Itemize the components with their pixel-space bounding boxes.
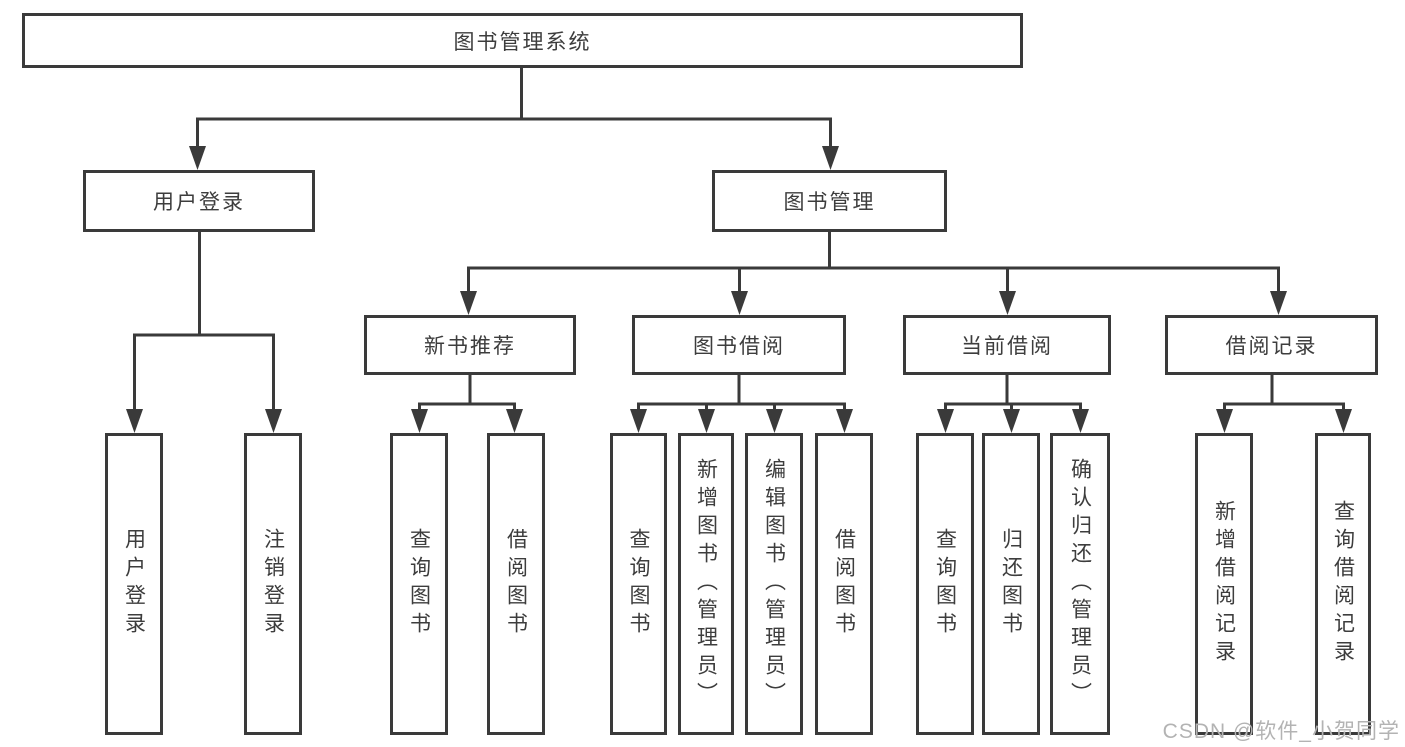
leaf-return-books: 归还图书	[982, 433, 1040, 735]
watermark-text: CSDN @软件_小贺同学	[1162, 720, 1400, 743]
node-label: 查询借阅记录	[1331, 500, 1355, 668]
node-label: 用户登录	[153, 191, 245, 214]
arrow-icon	[999, 291, 1016, 315]
node-label: 新增图书（管理员）	[694, 458, 718, 710]
node-label: 借阅记录	[1225, 335, 1318, 358]
node-label: 归还图书	[999, 528, 1023, 640]
leaf-query-books: 查询图书	[610, 433, 667, 735]
leaf-edit-books-admin: 编辑图书（管理员）	[745, 433, 803, 735]
node-new-book-recommend: 新书推荐	[364, 315, 576, 375]
arrow-icon	[630, 409, 647, 433]
leaf-add-borrow-record: 新增借阅记录	[1195, 433, 1253, 735]
arrow-icon	[126, 409, 143, 433]
arrow-icon	[1003, 409, 1020, 433]
arrow-icon	[460, 291, 477, 315]
node-label: 借阅图书	[504, 528, 528, 640]
node-label: 图书管理	[783, 191, 876, 214]
node-user-login: 用户登录	[83, 170, 315, 232]
node-label: 查询图书	[407, 528, 431, 640]
connector-book-mgmt-to-level3	[467, 232, 1280, 296]
connector-borrow-records-to-leaves	[1223, 375, 1345, 414]
node-book-borrow: 图书借阅	[632, 315, 846, 375]
node-label: 新书推荐	[424, 335, 516, 358]
leaf-borrow-books: 借阅图书	[815, 433, 873, 735]
node-label: 编辑图书（管理员）	[762, 458, 786, 710]
leaf-user-login: 用户登录	[105, 433, 163, 735]
leaf-add-books-admin: 新增图书（管理员）	[678, 433, 734, 735]
node-label: 新增借阅记录	[1212, 500, 1236, 668]
node-book-management: 图书管理	[712, 170, 947, 232]
arrow-icon	[766, 409, 783, 433]
node-library-management-system: 图书管理系统	[22, 13, 1023, 68]
connector-book-borrow-to-leaves	[637, 375, 846, 414]
leaf-query-books: 查询图书	[916, 433, 974, 735]
leaf-borrow-books: 借阅图书	[487, 433, 545, 735]
arrow-icon	[731, 291, 748, 315]
arrow-icon	[506, 409, 523, 433]
arrow-icon	[937, 409, 954, 433]
arrow-icon	[836, 409, 853, 433]
node-label: 用户登录	[122, 528, 146, 640]
connector-root-to-level2	[196, 68, 832, 150]
arrow-icon	[1216, 409, 1233, 433]
node-label: 查询图书	[933, 528, 957, 640]
arrow-icon	[411, 409, 428, 433]
arrowheads	[126, 146, 1352, 433]
arrow-icon	[1335, 409, 1352, 433]
arrow-icon	[822, 146, 839, 170]
connector-current-borrow-to-leaves	[944, 375, 1082, 414]
arrow-icon	[265, 409, 282, 433]
arrow-icon	[1270, 291, 1287, 315]
leaf-confirm-return-admin: 确认归还（管理员）	[1050, 433, 1110, 735]
arrow-icon	[189, 146, 206, 170]
node-borrow-records: 借阅记录	[1165, 315, 1378, 375]
node-label: 确认归还（管理员）	[1068, 458, 1092, 710]
node-label: 借阅图书	[832, 528, 856, 640]
connector-new-book-to-leaves	[418, 375, 516, 414]
arrow-icon	[698, 409, 715, 433]
arrow-icon	[1072, 409, 1089, 433]
node-label: 图书管理系统	[453, 30, 592, 54]
node-current-borrow: 当前借阅	[903, 315, 1111, 375]
node-label: 图书借阅	[693, 335, 785, 358]
leaf-query-books: 查询图书	[390, 433, 448, 735]
leaf-logout: 注销登录	[244, 433, 302, 735]
leaf-query-borrow-record: 查询借阅记录	[1315, 433, 1371, 735]
node-label: 当前借阅	[961, 335, 1053, 358]
connector-user-login-to-leaves	[133, 232, 275, 414]
node-label: 查询图书	[627, 528, 650, 640]
node-label: 注销登录	[261, 528, 285, 640]
